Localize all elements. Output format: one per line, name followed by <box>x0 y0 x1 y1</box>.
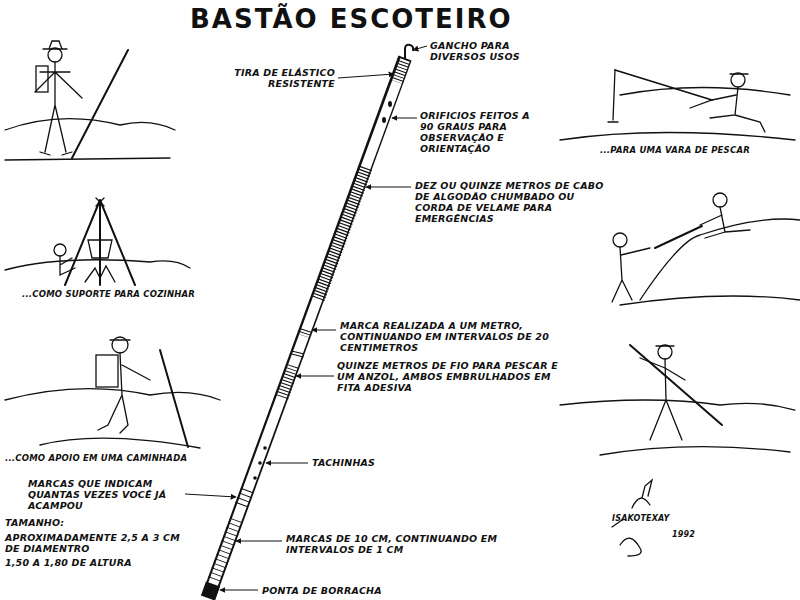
size-note: APROXIMADAMENTE 2,5 A 3 CM DE DIAMENTRO <box>5 532 195 554</box>
part-label: ORIFICIOS FEITOS A 90 GRAUS PARA OBSERVA… <box>420 110 535 154</box>
part-label: GANCHO PARA DIVERSOS USOS <box>430 40 545 62</box>
part-label: TACHINHAS <box>312 457 422 468</box>
part-label: MARCA REALIZADA A UM METRO, CONTINUANDO … <box>340 320 575 353</box>
leader-lines <box>185 46 427 590</box>
signature: ISAKOTEXAY <box>612 513 702 524</box>
part-label: QUINZE METROS DE FIO PARA PESCAR E UM AN… <box>337 360 562 393</box>
size-note: 1,50 A 1,80 DE ALTURA <box>5 557 195 568</box>
use-caption: ...PARA UMA VARA DE PESCAR <box>600 145 795 156</box>
part-label: PONTA DE BORRACHA <box>262 585 422 596</box>
use-caption: ...COMO APOIO EM UMA CAMINHADA <box>5 453 210 464</box>
part-label: TIRA DE ELÁSTICO RESISTENTE <box>215 67 335 89</box>
part-label: DEZ OU QUINZE METROS DE CABO DE ALGODÃO … <box>415 180 610 224</box>
date-label: 1992 <box>672 529 722 540</box>
title: BASTÃO ESCOTEIRO <box>190 4 513 34</box>
part-label: MARCAS QUE INDICAM QUANTAS VEZES VOCÊ JÁ… <box>28 478 183 511</box>
part-label: MARCAS DE 10 CM, CONTINUANDO EM INTERVAL… <box>286 533 536 555</box>
size-heading: TAMANHO: <box>5 517 125 528</box>
scenery <box>5 41 800 556</box>
use-caption: ...COMO SUPORTE PARA COZINHAR <box>22 289 222 300</box>
